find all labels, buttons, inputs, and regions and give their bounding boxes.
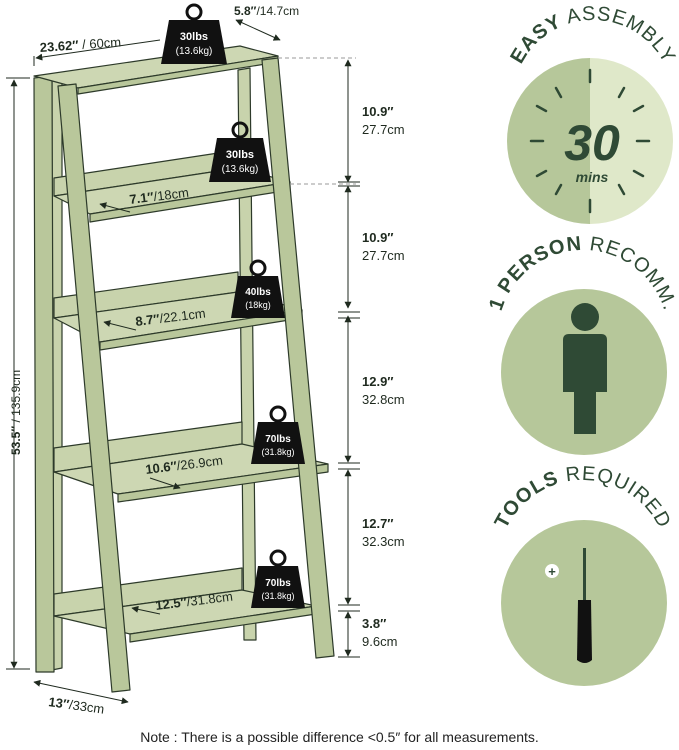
- shelf-depth-3: 10.6″/26.9cm: [145, 453, 224, 477]
- dimension-lines: [6, 19, 281, 705]
- gap-3-cm: 32.8cm: [362, 392, 405, 407]
- measurement-note: Note : There is a possible difference <0…: [140, 729, 539, 745]
- weight-3-lbs: 40lbs: [245, 287, 271, 298]
- gap-dimensions: [338, 59, 360, 658]
- ladder-shelf: [33, 45, 335, 693]
- weight-5-lbs: 70lbs: [265, 578, 291, 589]
- gap-4-cm: 32.3cm: [362, 534, 405, 549]
- weight-2-lbs: 30lbs: [226, 149, 254, 161]
- weight-icon-4: 70lbs (31.8kg): [251, 405, 305, 464]
- weight-3-kg: (18kg): [245, 300, 271, 310]
- weight-icon-5: 70lbs (31.8kg): [251, 549, 305, 608]
- top-width-label: 23.62″ / 60cm: [39, 34, 121, 55]
- screwdriver-icon: [577, 548, 592, 663]
- gap-3-in: 12.9″: [362, 374, 394, 389]
- weight-4-kg: (31.8kg): [261, 447, 294, 457]
- plus-icon: +: [545, 564, 559, 579]
- easy-assembly-title: EASY ASSEMBLY: [506, 3, 679, 68]
- weight-4-lbs: 70lbs: [265, 434, 291, 445]
- gap-1-cm: 27.7cm: [362, 122, 405, 137]
- front-slanted-left-leg: [57, 83, 131, 693]
- guide-lines: [278, 57, 356, 185]
- shelf-4-edge: [117, 463, 329, 503]
- weight-1-lbs: 30lbs: [180, 31, 208, 43]
- assembly-minutes: 30: [564, 115, 620, 171]
- gap-5-cm: 9.6cm: [362, 634, 397, 649]
- top-depth-label: 5.8″/14.7cm: [234, 4, 299, 18]
- shelf-depth-1: 7.1″/18cm: [129, 185, 190, 207]
- weight-1-kg: (13.6kg): [176, 46, 213, 57]
- clock-left-half: [507, 58, 590, 224]
- weight-icon-2: 30lbs (13.6kg): [209, 121, 271, 182]
- shelf-depth-2: 8.7″/22.1cm: [135, 305, 207, 328]
- weight-icon-1: 30lbs (13.6kg): [161, 3, 227, 64]
- gap-1-in: 10.9″: [362, 104, 394, 119]
- weight-5-kg: (31.8kg): [261, 591, 294, 601]
- assembly-unit: mins: [576, 169, 609, 185]
- svg-text:+: +: [548, 564, 556, 579]
- one-person-badge: 1 PERSON RECOMM.: [485, 233, 679, 455]
- tools-required-badge: TOOLS REQUIRED +: [491, 463, 674, 686]
- easy-assembly-badge: EASY ASSEMBLY 30 mins: [506, 3, 679, 224]
- clock-right-half: [590, 58, 673, 224]
- gap-2-in: 10.9″: [362, 230, 394, 245]
- gap-2-cm: 27.7cm: [362, 248, 405, 263]
- weight-icon-3: 40lbs (18kg): [231, 259, 285, 318]
- clock-ticks: [529, 68, 651, 214]
- person-icon: [563, 303, 607, 434]
- gap-4-in: 12.7″: [362, 516, 394, 531]
- front-left-post: [33, 75, 55, 673]
- base-depth-label: 13″/33cm: [48, 694, 106, 717]
- height-label: 53.5″ / 135.9cm: [9, 370, 23, 455]
- weight-2-kg: (13.6kg): [222, 164, 259, 175]
- shelf-depth-4: 12.5″/31.8cm: [155, 589, 234, 613]
- gap-5-in: 3.8″: [362, 616, 386, 631]
